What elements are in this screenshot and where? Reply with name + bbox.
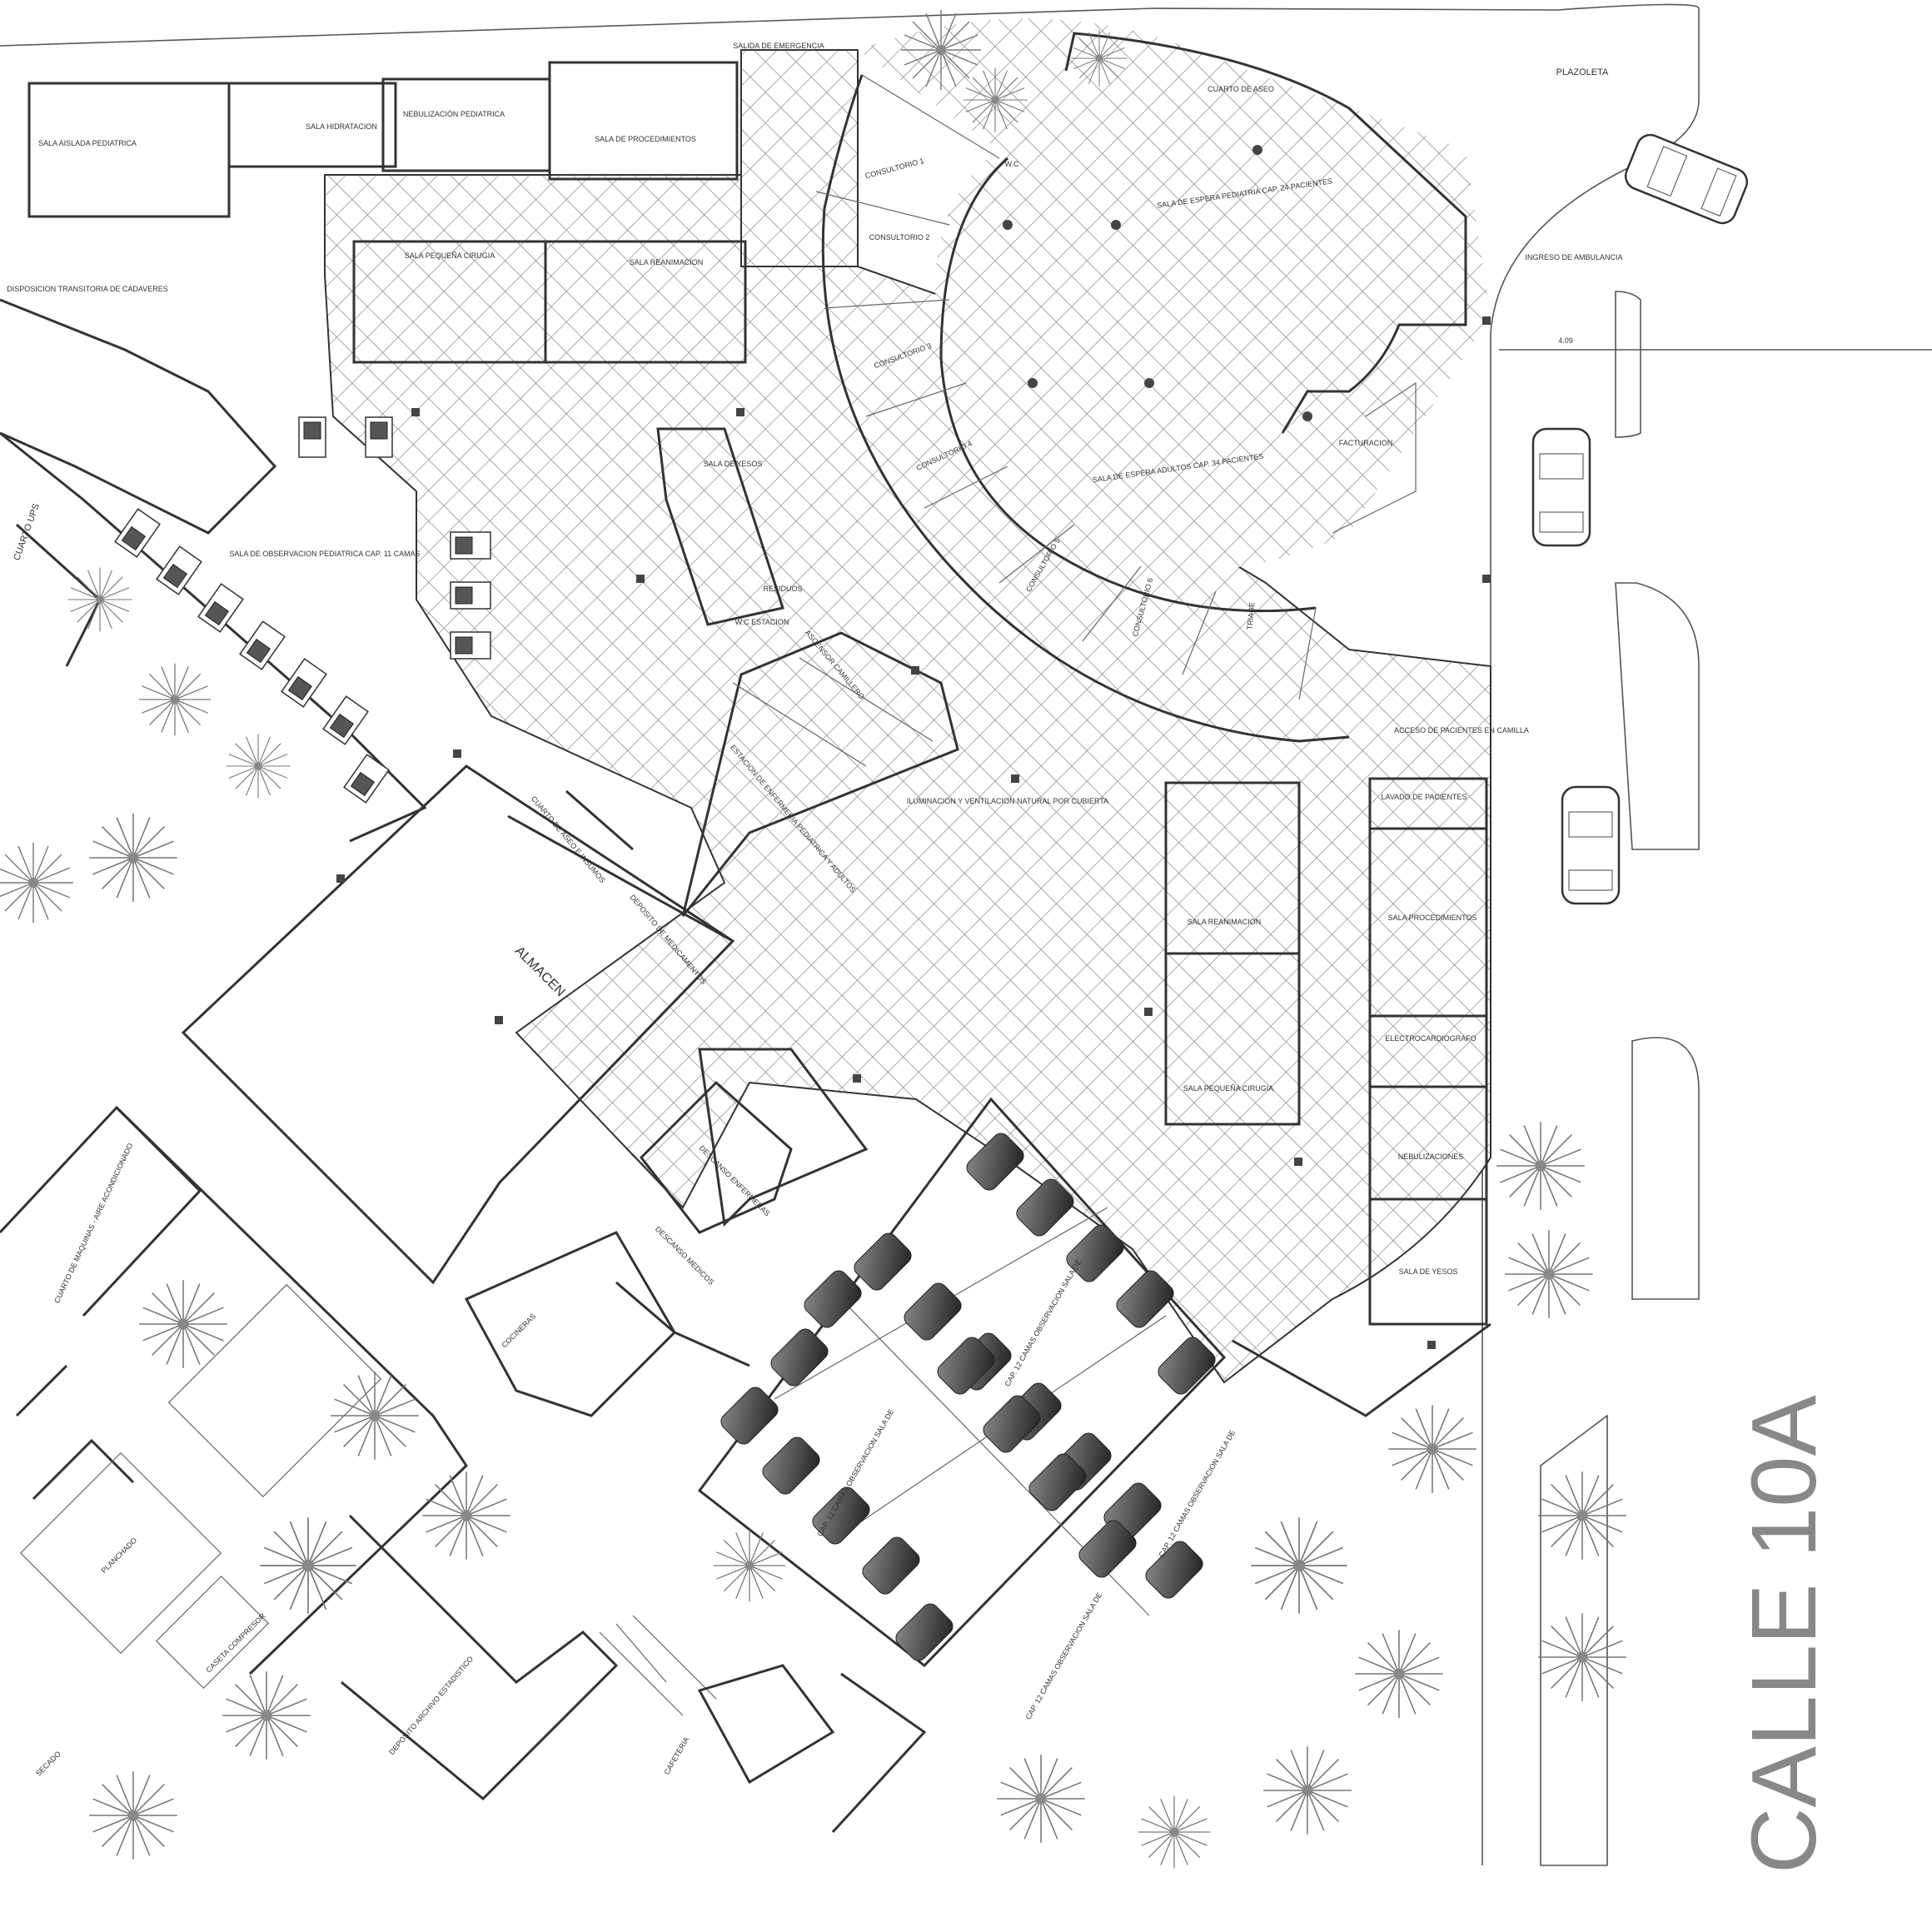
car-icon <box>1561 785 1621 905</box>
palm-icon <box>67 567 132 632</box>
right-wing <box>1164 777 1491 1417</box>
label-sala-yesos-r: SALA DE YESOS <box>1399 1267 1458 1276</box>
label-descanso-enfermeras: DESCANSO ENFERMERAS <box>698 1143 772 1217</box>
label-pequena-cirugia: SALA PEQUEÑA CIRUGIA <box>405 251 495 260</box>
label-electrocardiografo: ELECTROCARDIOGRAFO <box>1385 1034 1476 1043</box>
circulation-floor <box>324 18 1491 1384</box>
palm-icon <box>1070 29 1128 87</box>
columns <box>336 145 1491 1349</box>
site-roads <box>0 3 1932 1866</box>
label-sala-hidratacion: SALA HIDRATACION <box>306 122 377 131</box>
palm-icon <box>1504 1229 1594 1319</box>
label-observacion-3: CAP. 12 CAMAS OBSERVACION SALA DE <box>1157 1428 1237 1558</box>
palm-icon <box>138 663 212 736</box>
label-cafeteria: CAFETERIA <box>662 1735 690 1776</box>
label-consultorio-1: CONSULTORIO 1 <box>864 157 925 180</box>
service-wing <box>0 1105 927 1834</box>
ambulance-icon <box>1621 130 1752 228</box>
label-nebulizacion: NEBULIZACIÓN PEDIATRICA <box>403 110 505 118</box>
label-reanimacion: SALA REANIMACION <box>630 258 704 266</box>
label-sala-yesos-top: SALA DE YESOS <box>704 460 763 468</box>
label-observacion-4: CAP. 12 CAMAS OBSERVACION SALA DE <box>1023 1591 1103 1720</box>
palm-icon <box>226 734 291 799</box>
street-name: CALLE 10A <box>1733 1395 1835 1874</box>
top-left-wing <box>0 61 784 843</box>
label-cuarto-maquinas: CUARTO DE MAQUINAS - AIRE ACONDICIONADO <box>52 1142 134 1304</box>
label-secado: SECADO <box>34 1750 62 1778</box>
palm-icon <box>330 1371 420 1461</box>
label-dimension: 4.09 <box>1558 336 1573 345</box>
label-consultorio-2: CONSULTORIO 2 <box>869 233 930 241</box>
label-iluminacion: ILUMINACION Y VENTILACION NATURAL POR CU… <box>907 797 1108 805</box>
label-cuarto-ups: CUARTO UPS <box>12 502 42 562</box>
car-icon <box>1531 427 1591 547</box>
palm-icon <box>1537 1612 1627 1702</box>
palm-icon <box>88 1770 178 1860</box>
palm-icon <box>421 1471 511 1561</box>
palm-icon <box>963 67 1028 132</box>
palm-icon <box>900 9 982 91</box>
palm-icon <box>1496 1121 1586 1211</box>
label-descanso-medicos: DESCANSO MEDICOS <box>654 1225 715 1287</box>
label-cuarto-aseo: CUARTO DE ASEO <box>1208 85 1274 93</box>
palm-icon <box>996 1754 1086 1844</box>
label-procedimientos-r: SALA PROCEDIMIENTOS <box>1388 914 1477 922</box>
palm-icon <box>1537 1471 1627 1561</box>
palm-icon <box>1262 1745 1352 1835</box>
palm-icon <box>1354 1629 1444 1719</box>
label-planchado: PLANCHADO <box>100 1536 139 1576</box>
label-cocineras: COCINERAS <box>500 1312 537 1349</box>
label-sala-procedimientos: SALA DE PROCEDIMIENTOS <box>595 135 696 143</box>
palm-icon <box>138 1279 228 1369</box>
label-observacion-1: CAP. 12 CAMAS OBSERVACION SALA DE <box>1003 1257 1083 1387</box>
palm-icon <box>1387 1404 1477 1494</box>
label-lavado-pacientes: LAVADO DE PACIENTES <box>1381 793 1466 801</box>
palm-icon <box>88 813 178 903</box>
label-salida-emergencia: SALIDA DE EMERGENCIA <box>733 42 824 50</box>
consultorio-ring <box>815 32 1467 743</box>
palm-icon <box>713 1529 786 1602</box>
label-wc: W.C <box>1005 160 1019 168</box>
palm-icon <box>1250 1516 1348 1615</box>
vehicles <box>1531 130 1752 905</box>
label-ingreso-ambulancia: INGRESO DE AMBULANCIA <box>1525 253 1622 261</box>
palm-icon <box>1138 1795 1211 1869</box>
label-facturacion: FACTURACION <box>1339 439 1393 447</box>
label-cuarto-aseo-insumos: CUARTO DE ASEO E INSUMOS <box>530 794 607 884</box>
label-deposito-archivo: DEPOSITO ARCHIVO ESTADISTICO <box>387 1655 475 1756</box>
label-pequena-cirugia-r: SALA PEQUEÑA CIRUGIA <box>1183 1084 1274 1093</box>
label-acceso-pacientes: ACCESO DE PACIENTES EN CAMILLA <box>1394 726 1529 734</box>
label-sala-aislada: SALA AISLADA PEDIATRICA <box>38 139 137 147</box>
label-wc-estacion: W.C ESTACION <box>735 618 789 626</box>
label-almacen: ALMACEN <box>512 944 568 999</box>
palm-icon <box>222 1671 311 1760</box>
observation-bays <box>697 1097 1227 1668</box>
central-block <box>181 631 959 1417</box>
label-observacion-pediatrica: SALA DE OBSERVACION PEDIATRICA CAP. 11 C… <box>229 550 420 558</box>
label-residuos: RESIDUOS <box>763 585 802 593</box>
palm-icon <box>259 1516 357 1615</box>
label-plazoleta: PLAZOLETA <box>1556 67 1609 77</box>
label-triage: TRIAGE <box>1246 602 1257 630</box>
palm-icon <box>0 842 74 924</box>
label-disposicion: DISPOSICION TRANSITORIA DE CADAVERES <box>7 285 168 293</box>
label-reanimacion-r: SALA REANIMACION <box>1188 918 1262 926</box>
label-nebulizaciones: NEBULIZACIONES <box>1398 1153 1464 1161</box>
